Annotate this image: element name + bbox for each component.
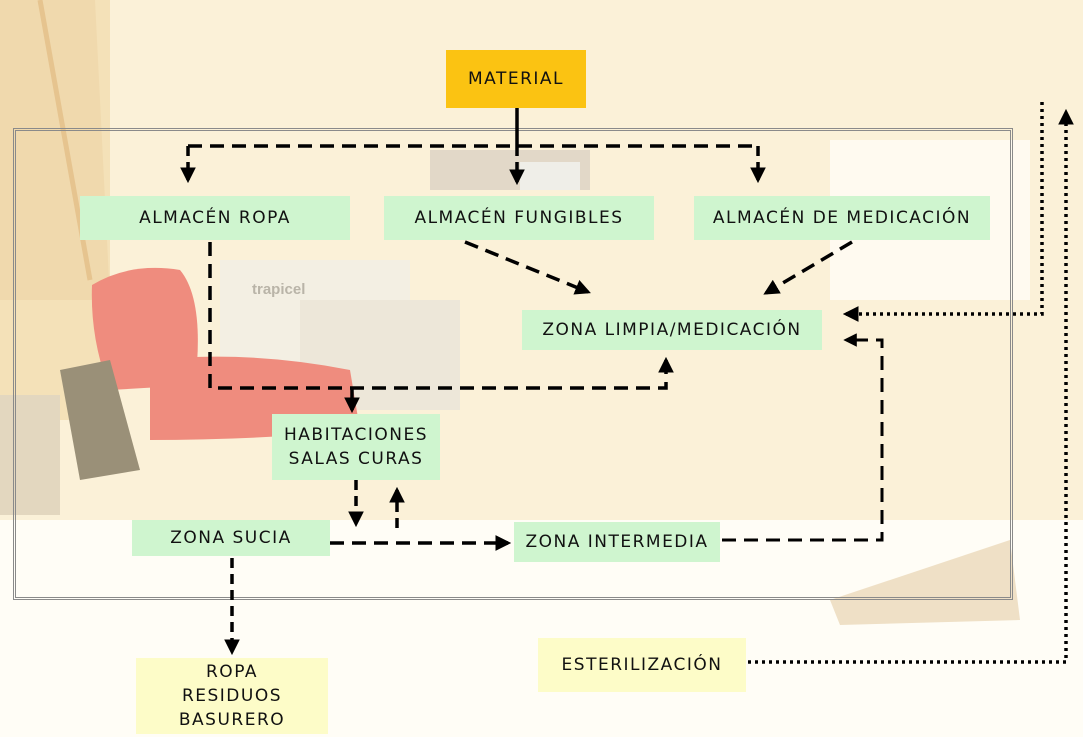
node-esterilizacion: ESTERILIZACIÓN xyxy=(538,638,746,692)
photo-label-trapicel: trapicel xyxy=(252,281,305,298)
node-almacen-fungibles: ALMACÉN FUNGIBLES xyxy=(384,196,654,240)
arrow-fungibles-to-limpia xyxy=(464,240,591,295)
node-material: MATERIAL xyxy=(446,50,586,108)
node-zona-intermedia: ZONA INTERMEDIA xyxy=(514,522,720,562)
node-zona-intermedia-label: ZONA INTERMEDIA xyxy=(525,532,709,552)
hospital-unit-frame xyxy=(13,128,1013,600)
arrow-intermedia-to-limpia xyxy=(722,333,884,542)
node-zona-sucia-label: ZONA SUCIA xyxy=(170,528,292,548)
arrow-medicacion-to-limpia xyxy=(763,240,853,295)
node-residuos-line-1: ROPA xyxy=(206,662,258,682)
node-residuos-line-3: BASURERO xyxy=(178,710,286,730)
node-almacen-ropa: ALMACÉN ROPA xyxy=(80,196,350,240)
node-material-label: MATERIAL xyxy=(467,69,565,89)
node-habitaciones-line-2: SALAS CURAS xyxy=(288,449,424,469)
node-almacen-fungibles-label: ALMACÉN FUNGIBLES xyxy=(414,208,624,228)
node-zona-limpia: ZONA LIMPIA/MEDICACIÓN xyxy=(522,310,822,350)
node-almacen-medicacion-label: ALMACÉN DE MEDICACIÓN xyxy=(712,208,972,228)
node-esterilizacion-label: ESTERILIZACIÓN xyxy=(561,655,723,675)
node-almacen-medicacion: ALMACÉN DE MEDICACIÓN xyxy=(694,196,990,240)
arrow-esterilizacion-to-limpia xyxy=(842,102,1044,322)
node-almacen-ropa-label: ALMACÉN ROPA xyxy=(139,208,291,228)
node-zona-limpia-label: ZONA LIMPIA/MEDICACIÓN xyxy=(542,320,802,340)
arrow-esterilizacion-loop xyxy=(748,108,1074,664)
node-habitaciones: HABITACIONES SALAS CURAS xyxy=(272,414,440,480)
node-zona-sucia: ZONA SUCIA xyxy=(132,520,330,556)
arrow-ropa-to-limpia xyxy=(208,242,674,390)
node-habitaciones-line-1: HABITACIONES xyxy=(284,425,428,445)
node-residuos: ROPA RESIDUOS BASURERO xyxy=(136,658,328,734)
node-residuos-line-2: RESIDUOS xyxy=(181,686,283,706)
